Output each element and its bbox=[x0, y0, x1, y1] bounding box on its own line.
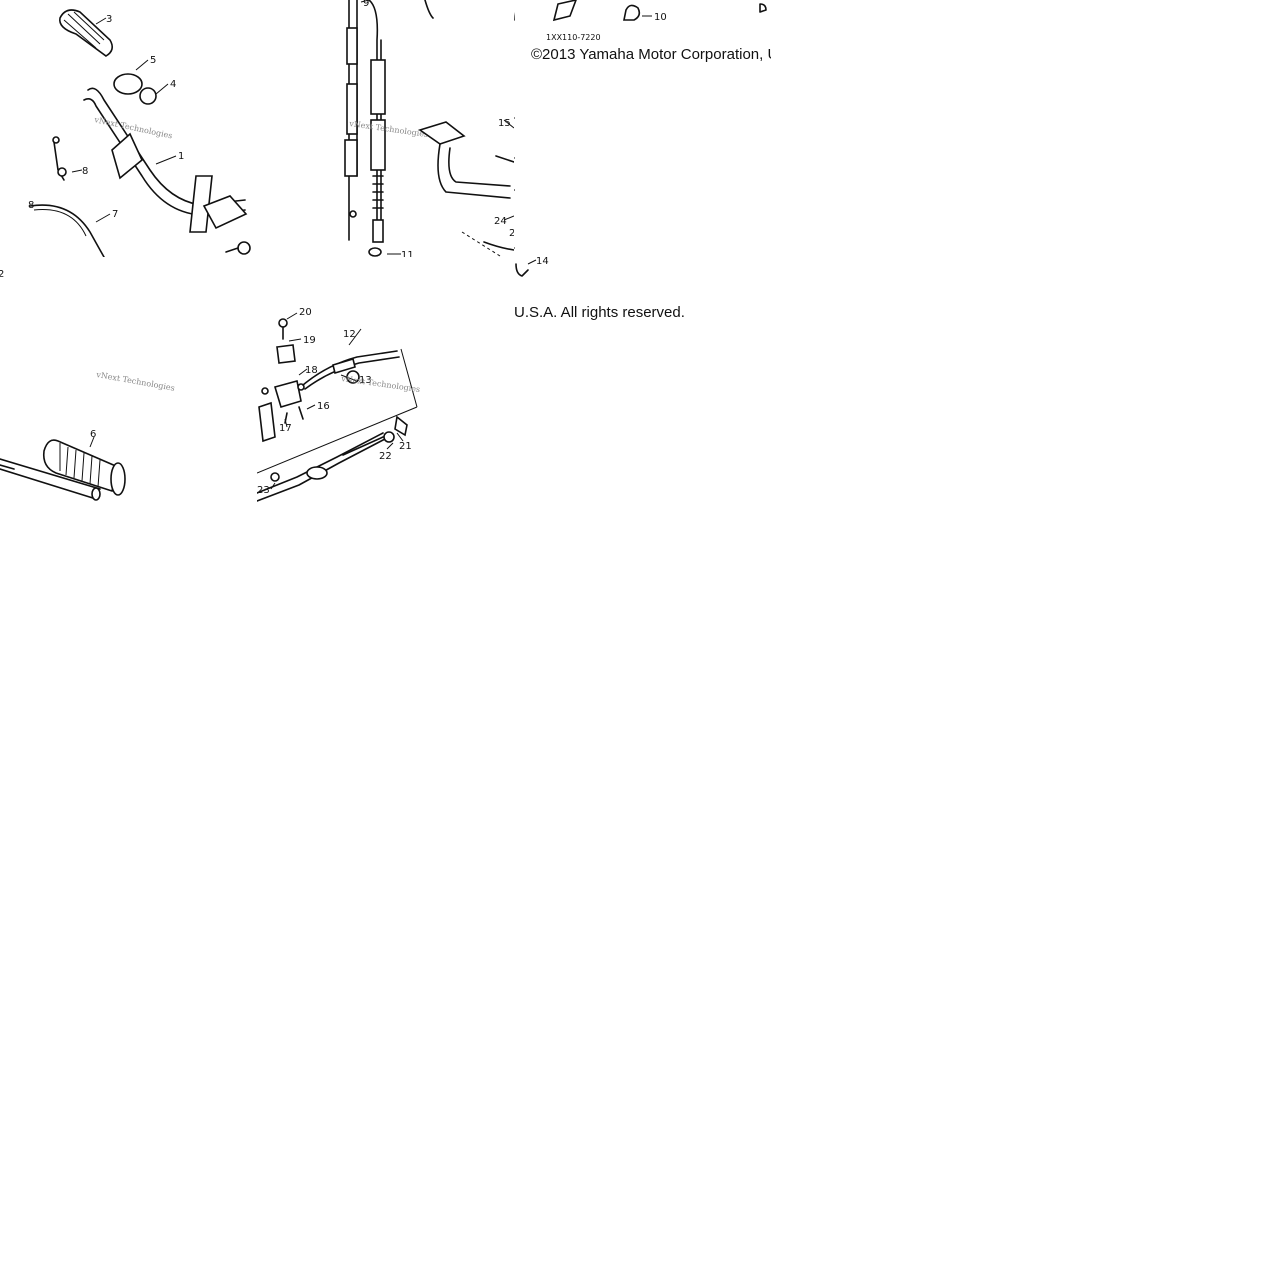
pin-part-16 bbox=[298, 406, 304, 420]
copyright-text-continued: U.S.A. All rights reserved. bbox=[514, 304, 685, 321]
part-callout: 22 bbox=[379, 451, 392, 462]
watermark-text: vNext Technologies bbox=[93, 115, 174, 141]
part-callout: 24 bbox=[494, 216, 507, 227]
cable-part-22 bbox=[257, 432, 386, 502]
part-callout: 10 bbox=[654, 12, 667, 23]
part-callout: 23 bbox=[257, 485, 270, 496]
part-callout: 12 bbox=[343, 329, 356, 340]
copyright-text: ©2013 Yamaha Motor Corporation, U bbox=[531, 46, 771, 63]
cable-part-9 bbox=[344, 0, 358, 241]
cable-adjuster bbox=[368, 0, 386, 243]
part-callout: 9 bbox=[363, 0, 369, 9]
part-callout: 4 bbox=[170, 79, 176, 90]
part-callout: 8 bbox=[28, 200, 34, 211]
part-callout: 15 bbox=[498, 118, 511, 129]
part-callout: 2 bbox=[0, 269, 4, 280]
part-callout: 1 bbox=[178, 151, 184, 162]
lever-part-10 bbox=[552, 0, 652, 22]
handlebar-part-1 bbox=[87, 87, 246, 206]
collar-part-5 bbox=[113, 73, 143, 95]
part-callout: 13 bbox=[359, 375, 372, 386]
part-callout: 6 bbox=[90, 429, 96, 440]
part-callout: 11 bbox=[401, 250, 414, 257]
diagram-tile-throttle: 20 19 18 12 13 16 17 21 22 23 vNext Tech… bbox=[257, 257, 514, 514]
cable-part-7 bbox=[29, 204, 105, 257]
diagram-tile-footrest: 10 1XX110-7220 bbox=[514, 0, 771, 257]
part-callout: 2 bbox=[509, 228, 514, 239]
screw-part-20 bbox=[278, 318, 288, 328]
part-callout: 21 bbox=[399, 441, 412, 452]
grip-part-3 bbox=[59, 9, 114, 57]
part-callout: 1XX110-7220 bbox=[546, 33, 601, 42]
part-callout: 7 bbox=[112, 209, 118, 220]
part-callout: 20 bbox=[299, 307, 312, 318]
grip-part-6 bbox=[0, 439, 126, 501]
cable-part-12 bbox=[302, 350, 400, 390]
watermark-text: vNext Technologies bbox=[95, 370, 176, 393]
diagram-tile-grip: 2 6 vNext Technologies bbox=[0, 257, 257, 514]
washer-part-21 bbox=[383, 431, 395, 443]
part-callout: 18 bbox=[305, 365, 318, 376]
plate-part-19 bbox=[276, 344, 296, 364]
part-callout: 3 bbox=[106, 14, 112, 25]
bracket-part-14: 14 bbox=[514, 250, 554, 280]
part-callout: 8 bbox=[82, 166, 88, 177]
bolt-part-23 bbox=[270, 472, 280, 482]
part-callout: 16 bbox=[317, 401, 330, 412]
diagram-tile-handlebar: 3 5 4 1 8 7 8 vNext Technologies bbox=[0, 0, 257, 257]
diagram-tile-cables: 9 11 vNext Technologies bbox=[257, 0, 514, 257]
housing-part-18 bbox=[273, 380, 302, 408]
part-callout: 17 bbox=[279, 423, 292, 434]
housing-part-4 bbox=[139, 87, 157, 105]
part-callout: 5 bbox=[150, 55, 156, 66]
footrest-bar: 15 24 2 bbox=[400, 100, 514, 257]
part-callout: 14 bbox=[536, 256, 549, 267]
part-callout: 19 bbox=[303, 335, 316, 346]
